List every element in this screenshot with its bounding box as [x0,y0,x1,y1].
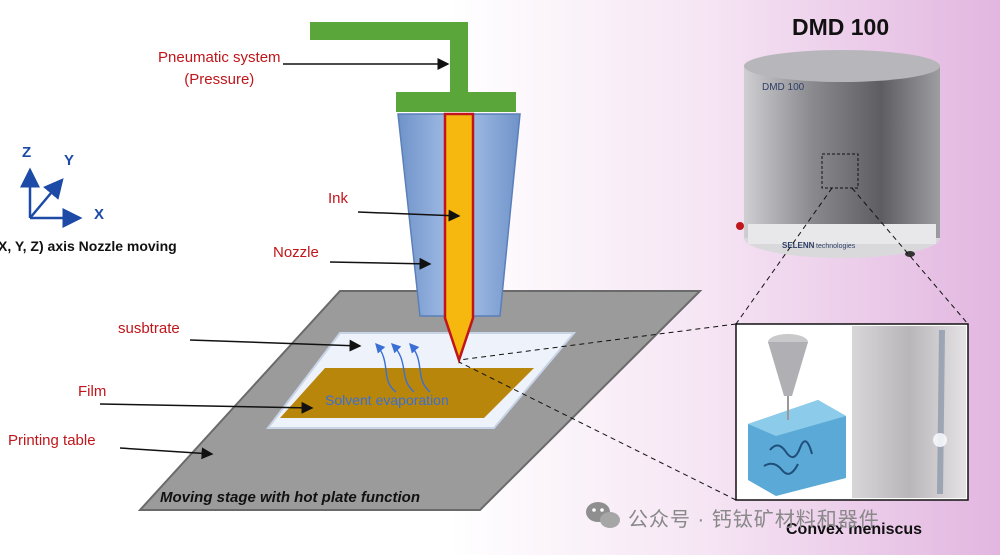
label-pointers [99,58,461,460]
pneumatic-label-line1: Pneumatic system [158,49,281,66]
device-title: DMD 100 [792,14,890,40]
pneumatic-pipe [310,22,516,112]
meniscus-caption: Convex meniscus [786,521,923,538]
ink-label: Ink [328,190,349,207]
film-layer [280,368,534,418]
axis-glyph [20,167,83,228]
stage-caption: Moving stage with hot plate function [160,489,420,506]
nozzle-label: Nozzle [273,244,319,261]
device-brand-sub: technologies [816,243,856,250]
substrate-label: susbtrate [118,320,180,337]
axis-z-label: Z [22,144,32,161]
axis-x-label: X [94,206,105,223]
dmd-100-device [736,50,940,258]
device-brand: SELENN [782,241,815,250]
printing-table-label: Printing table [8,432,96,449]
wechat-icon [586,502,620,528]
zoom-lines [458,187,969,501]
axis-caption: X, Y, Z) axis Nozzle moving [0,238,177,254]
solvent-evaporation-arrows [375,342,431,393]
ink-channel [443,112,475,364]
pneumatic-label-line2: (Pressure) [184,71,255,88]
detail-marker [821,153,859,189]
watermark: 公众号 · 钙钛矿材料和器件 [628,509,880,531]
device-body-label: DMD 100 [762,82,805,93]
meniscus-inset [735,323,969,501]
film-label: Film [78,383,107,400]
pneumatic-label: Pneumatic system (Pressure) [158,47,281,91]
solvent-evaporation-label: Solvent evaporation [325,392,449,408]
axis-y-label: Y [64,152,75,169]
